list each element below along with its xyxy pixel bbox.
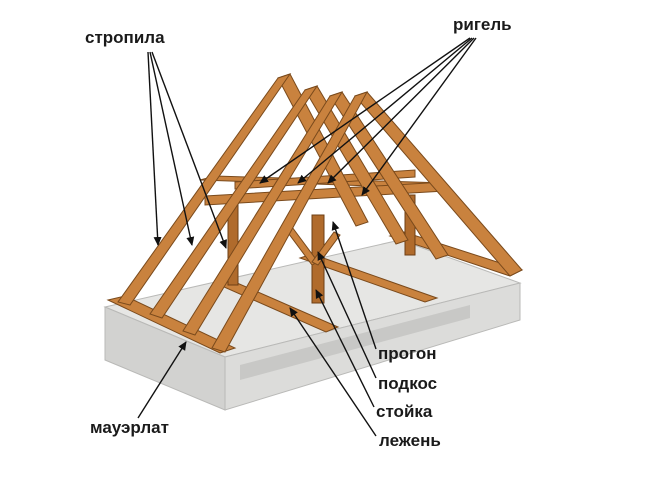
label-post: стойка bbox=[376, 402, 433, 421]
label-purlin: прогон bbox=[378, 344, 437, 363]
label-strut: подкос bbox=[378, 374, 437, 393]
label-sill-beam: лежень bbox=[379, 431, 441, 450]
label-collar-tie: ригель bbox=[453, 15, 512, 34]
label-rafters: стропила bbox=[85, 28, 165, 47]
label-wall-plate: мауэрлат bbox=[90, 418, 169, 437]
